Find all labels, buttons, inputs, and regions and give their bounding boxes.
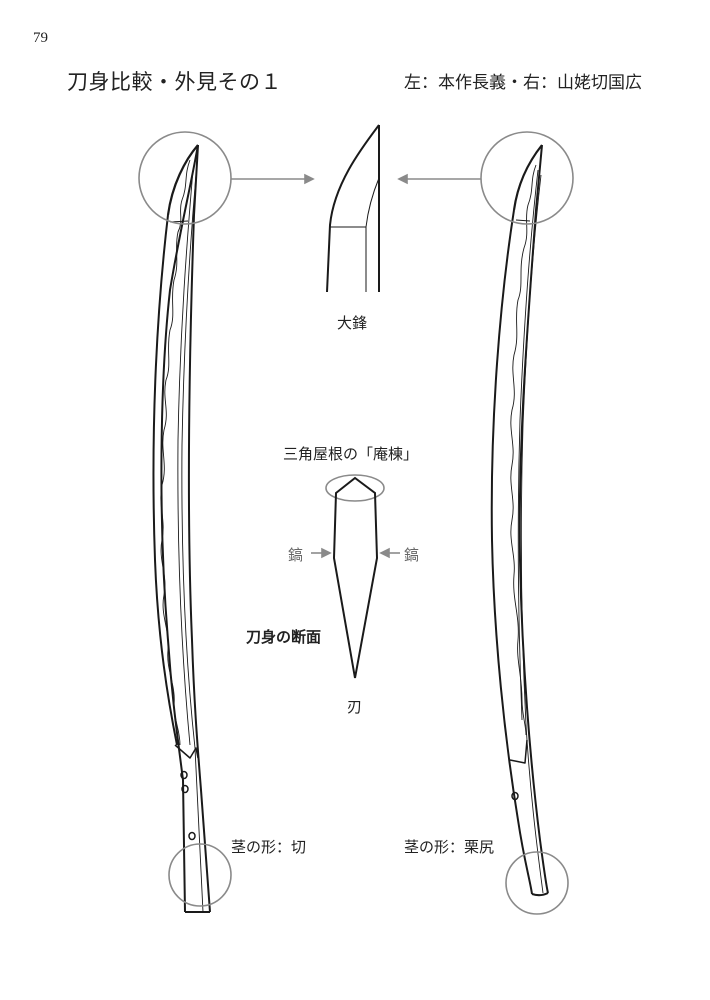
page-title: 刀身比較・外見その１ (67, 70, 282, 94)
page-subtitle: 左：本作長義・右：山姥切国広 (404, 73, 642, 93)
left-sword (152, 144, 211, 913)
page-number: 79 (33, 30, 48, 46)
shinogi-label-left: 鎬 (288, 546, 304, 564)
right-sword (490, 144, 549, 897)
kissaki-label: 大鋒 (337, 314, 368, 332)
shinogi-label-right: 鎬 (404, 546, 420, 564)
shinogi-arrows (311, 547, 400, 559)
callout-arrows (231, 173, 481, 185)
cross-section-diagram (325, 474, 385, 679)
kissaki-detail (326, 124, 380, 293)
nakago-left-label: 茎の形：切 (231, 838, 307, 856)
edge-label: 刃 (347, 698, 363, 716)
iorimune-label: 三角屋根の「庵棟」 (283, 445, 419, 463)
nakago-right-label: 茎の形：栗尻 (404, 838, 495, 856)
callout-circles (138, 131, 574, 915)
cross-section-label: 刀身の断面 (246, 628, 322, 646)
